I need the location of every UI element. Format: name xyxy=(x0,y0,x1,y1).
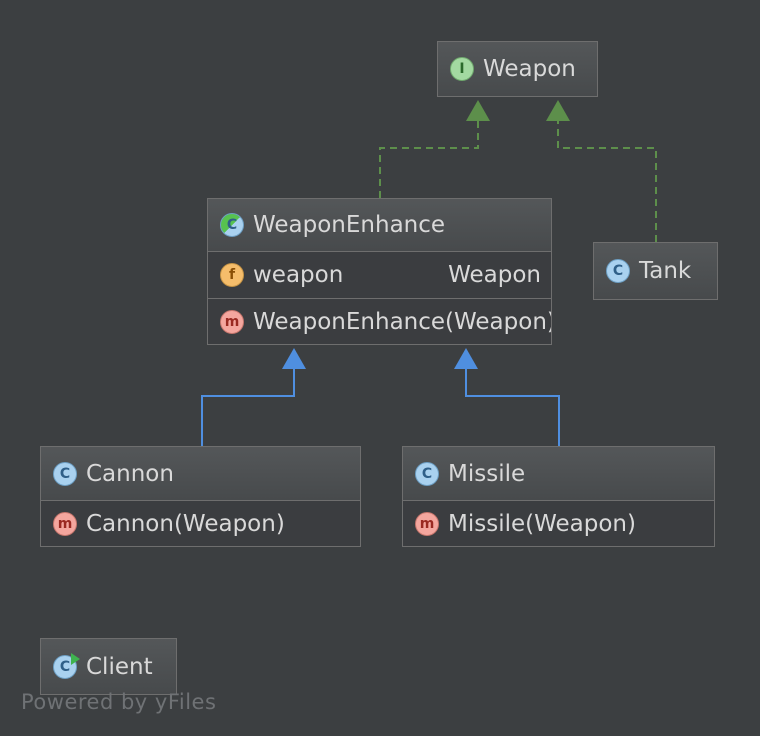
field-type: Weapon xyxy=(448,262,541,288)
weapon-interface-node[interactable]: I Weapon xyxy=(437,41,598,97)
edge-tank-implements-weapon xyxy=(557,121,657,242)
missile-name: Missile xyxy=(448,460,526,487)
client-class-node[interactable]: C Client xyxy=(40,638,177,695)
edge-cannon-extends-weaponenhance xyxy=(201,369,295,446)
weapon-name: Weapon xyxy=(483,56,576,82)
weaponenhance-method-row: m WeaponEnhance(Weapon) xyxy=(208,298,551,344)
edge-weaponenhance-implements-weapon xyxy=(379,121,479,198)
tank-name: Tank xyxy=(639,258,692,284)
tank-class-node[interactable]: C Tank xyxy=(593,242,718,300)
method-icon: m xyxy=(220,309,244,334)
extends-arrowhead xyxy=(454,348,478,369)
cannon-method-row: m Cannon(Weapon) xyxy=(41,501,360,546)
weaponenhance-class-node[interactable]: C WeaponEnhance f weapon Weapon m Weapon… xyxy=(207,198,552,345)
method-signature: WeaponEnhance(Weapon) xyxy=(253,308,551,335)
missile-class-node[interactable]: C Missile m Missile(Weapon) xyxy=(402,446,715,547)
field-icon: f xyxy=(220,263,244,287)
weaponenhance-header: C WeaponEnhance xyxy=(208,199,551,252)
abstract-class-icon: C xyxy=(220,213,244,237)
edge-missile-extends-weaponenhance xyxy=(465,369,560,446)
interface-icon: I xyxy=(450,57,474,81)
method-icon: m xyxy=(53,511,77,536)
field-name: weapon xyxy=(253,262,344,288)
client-name: Client xyxy=(86,653,153,680)
cannon-header: C Cannon xyxy=(41,447,360,501)
method-signature: Missile(Weapon) xyxy=(448,510,636,537)
implements-arrowhead xyxy=(546,100,570,121)
extends-arrowhead xyxy=(282,348,306,369)
cannon-name: Cannon xyxy=(86,460,174,487)
class-icon: C xyxy=(415,461,439,486)
weapon-header: I Weapon xyxy=(438,42,597,96)
cannon-class-node[interactable]: C Cannon m Cannon(Weapon) xyxy=(40,446,361,547)
method-icon: m xyxy=(415,511,439,536)
method-signature: Cannon(Weapon) xyxy=(86,510,285,537)
weaponenhance-name: WeaponEnhance xyxy=(253,212,446,238)
missile-method-row: m Missile(Weapon) xyxy=(403,501,714,546)
runnable-class-icon: C xyxy=(53,652,80,679)
yfiles-watermark: Powered by yFiles xyxy=(21,690,217,714)
class-icon: C xyxy=(606,259,630,283)
client-header: C Client xyxy=(41,639,176,694)
missile-header: C Missile xyxy=(403,447,714,501)
weaponenhance-field-row: f weapon Weapon xyxy=(208,252,551,298)
implements-arrowhead xyxy=(466,100,490,121)
tank-header: C Tank xyxy=(594,243,717,299)
class-icon: C xyxy=(53,461,77,486)
